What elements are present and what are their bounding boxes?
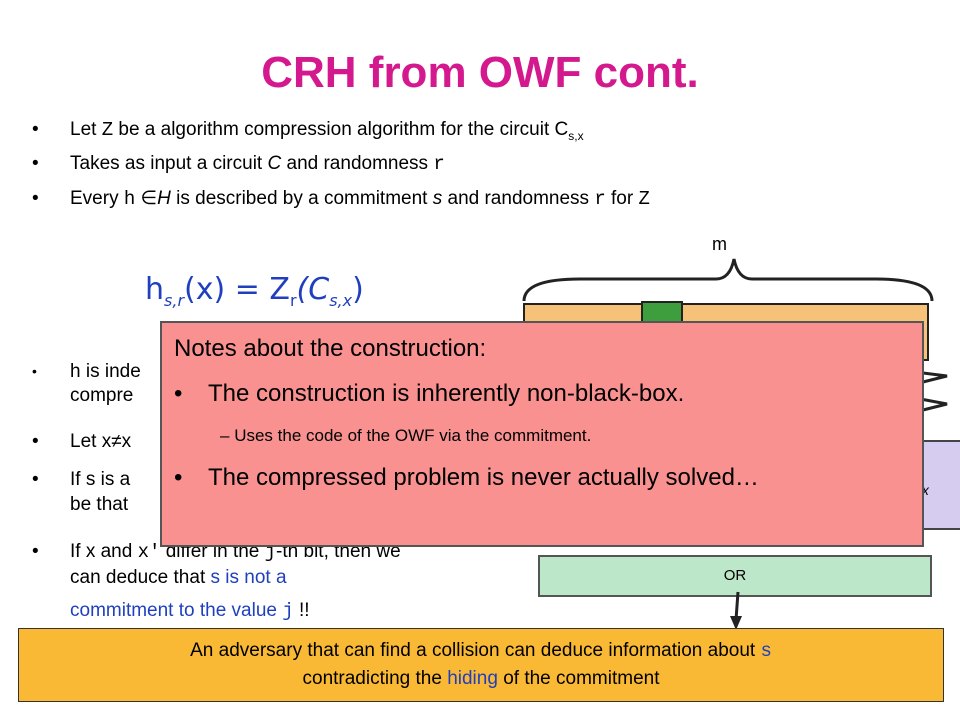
bullet-differ-line3: commitment to the value j !! [70,600,310,622]
curly-brace-icon [522,258,934,302]
bullet-dot: • [32,431,39,452]
partial-text-let: Let x≠x [70,431,132,452]
partial-text-h-line1: h is inde [70,361,141,382]
bullet-dot: • [32,469,39,490]
down-arrow-icon [730,591,742,630]
note-subbullet-owf-code: – Uses the code of the OWF via the commi… [220,426,592,445]
bullet-dot: • [32,541,39,562]
conclusion-line-2: contradicting the hiding of the commitme… [302,668,660,689]
slide-title: CRH from OWF cont. [261,48,699,97]
bullet-dot: • [174,380,183,407]
bullet-dot: • [174,464,183,491]
bullet-dot: • [32,119,39,140]
conclusion-line-1: An adversary that can find a collision c… [190,640,772,662]
partial-text-if-line2: be that [70,494,129,515]
bullet-dot-small: • [32,363,37,379]
notes-title: Notes about the construction: [174,335,487,362]
partial-text-h-line2: compre [70,385,134,406]
construction-notes-box: Notes about the construction: • The cons… [160,321,924,547]
partial-text-if-line1: If s is a [70,469,131,490]
bullet-differ-line2: can deduce that s is not a [70,567,287,588]
arrowheads-icon [915,370,948,412]
bullet-dot: • [32,153,39,174]
m-label: m [712,234,727,254]
collision-conclusion-box: An adversary that can find a collision c… [18,628,944,702]
hash-formula: hs,r(x) = Zr(Cs,x) [145,272,364,310]
or-gate-box: OR [538,555,932,597]
bullet-dot: • [32,188,39,209]
